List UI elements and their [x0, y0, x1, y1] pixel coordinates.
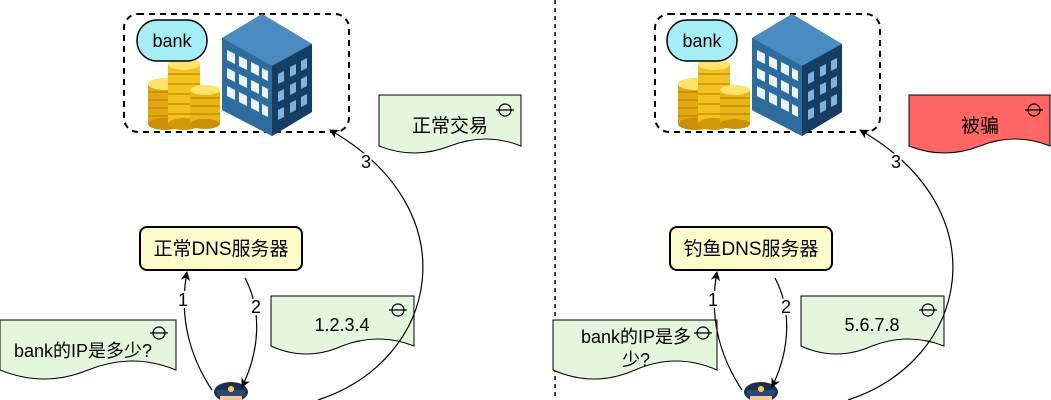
answer-note: 1.2.3.4 [270, 295, 415, 355]
right-panel: bank 钓鱼DNS服务器 bank的IP是多 少? 5.6.7.8 被骗 1 … [552, 13, 1051, 400]
query-note: bank的IP是多 少? [552, 319, 718, 380]
query-note: bank的IP是多少? [0, 319, 177, 380]
arrow-step3 [317, 129, 424, 400]
query-text-line1: bank的IP是多少? [14, 341, 152, 361]
arrow-step1 [180, 271, 213, 391]
arrow-step1 [710, 271, 743, 391]
dns-server: 钓鱼DNS服务器 [669, 226, 833, 271]
bank-bubble: bank [666, 19, 738, 62]
query-text-line2: 少? [622, 350, 650, 370]
step2-label: 2 [251, 297, 261, 317]
bank-label: bank [682, 31, 722, 51]
bank-group-box [123, 13, 350, 133]
query-text-line1: bank的IP是多 [581, 327, 691, 347]
left-panel: bank 正常DNS服务器 bank的IP是多少? 1.2.3.4 正常交易 1 [0, 13, 522, 400]
step3-label: 3 [361, 152, 371, 172]
result-note: 正常交易 [378, 94, 522, 154]
step3-label: 3 [891, 152, 901, 172]
bank-group-box [654, 13, 881, 133]
arrow-step2 [771, 277, 788, 388]
bank-label: bank [152, 31, 192, 51]
building-icon [222, 14, 312, 136]
bank-bubble: bank [136, 19, 208, 62]
arrow-step2 [241, 277, 258, 388]
coin-stack-icon [677, 57, 751, 131]
step2-label: 2 [781, 297, 791, 317]
answer-text: 1.2.3.4 [314, 315, 369, 335]
dns-server-label: 正常DNS服务器 [153, 238, 288, 260]
result-text: 正常交易 [412, 115, 488, 137]
dns-server-label: 钓鱼DNS服务器 [683, 238, 818, 260]
answer-note: 5.6.7.8 [800, 295, 945, 355]
arrow-step3 [847, 129, 954, 400]
step1-label: 1 [708, 290, 718, 310]
result-note: 被骗 [908, 94, 1051, 154]
dns-server: 正常DNS服务器 [139, 226, 303, 271]
building-icon [752, 14, 842, 136]
result-text: 被骗 [961, 115, 999, 137]
step1-label: 1 [178, 290, 188, 310]
answer-text: 5.6.7.8 [844, 315, 899, 335]
coin-stack-icon [147, 57, 221, 131]
